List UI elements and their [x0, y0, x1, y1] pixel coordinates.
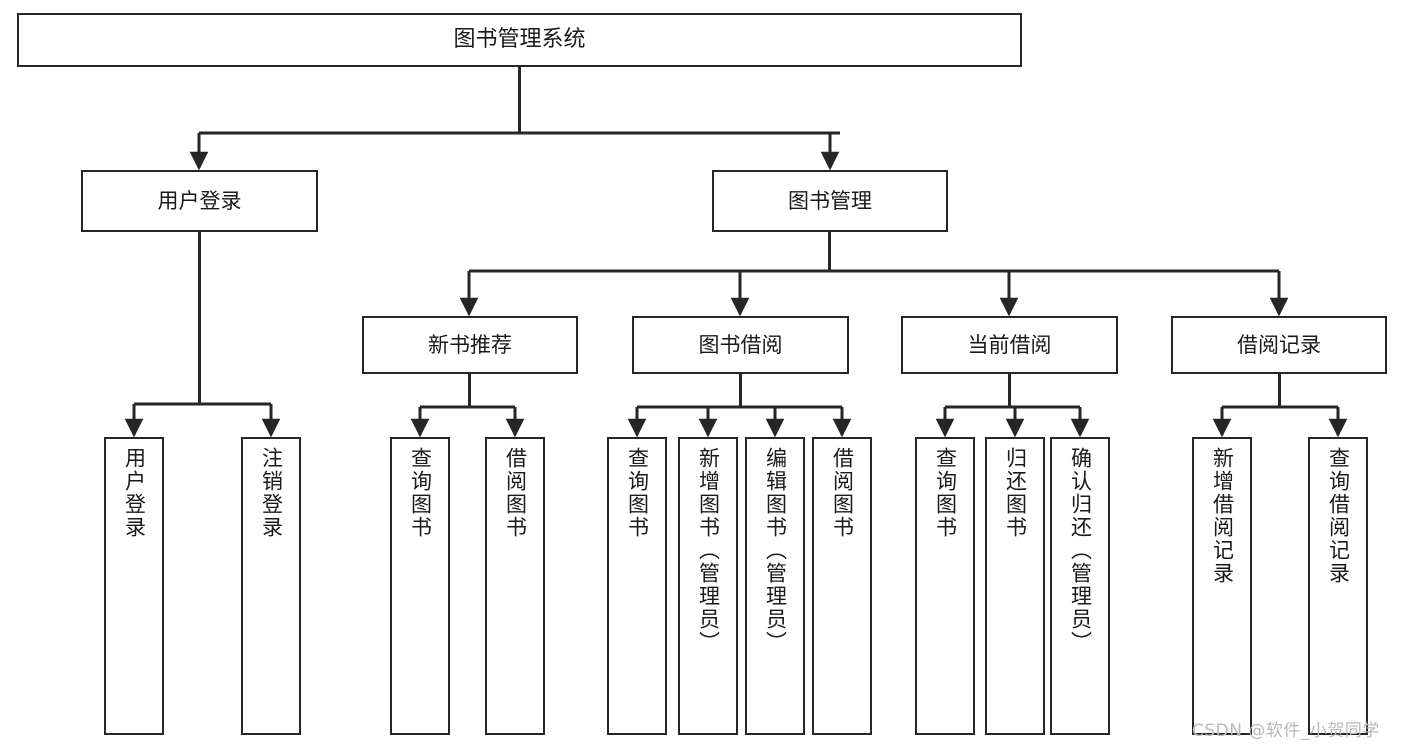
- node-user-login-label: 用户登录: [157, 188, 242, 213]
- leaf-user-login-signin-label: 用户登录: [122, 447, 147, 539]
- node-book-management-label: 图书管理: [788, 188, 872, 213]
- csdn-watermark: CSDN @软件_小贺同学: [1192, 721, 1380, 741]
- node-current-borrow[interactable]: 当前借阅: [901, 316, 1118, 374]
- node-borrow-record-label: 借阅记录: [1237, 332, 1321, 357]
- leaf-current-borrow-return[interactable]: 归还图书: [985, 437, 1045, 735]
- leaf-book-borrow-query[interactable]: 查询图书: [607, 437, 667, 735]
- node-book-management[interactable]: 图书管理: [712, 170, 948, 232]
- leaf-current-borrow-query[interactable]: 查询图书: [915, 437, 975, 735]
- node-new-book-recommend-label: 新书推荐: [428, 332, 512, 357]
- leaf-borrow-record-query-label: 查询借阅记录: [1326, 447, 1351, 585]
- leaf-borrow-record-add[interactable]: 新增借阅记录: [1192, 437, 1252, 735]
- leaf-book-borrow-edit-label: 编辑图书（管理员）: [763, 447, 788, 654]
- node-new-book-recommend[interactable]: 新书推荐: [362, 316, 578, 374]
- leaf-borrow-record-add-label: 新增借阅记录: [1210, 447, 1235, 585]
- leaf-borrow-record-query[interactable]: 查询借阅记录: [1308, 437, 1368, 735]
- node-user-login[interactable]: 用户登录: [81, 170, 318, 232]
- node-root-label: 图书管理系统: [453, 27, 586, 53]
- node-borrow-record[interactable]: 借阅记录: [1171, 316, 1387, 374]
- leaf-new-book-query[interactable]: 查询图书: [390, 437, 450, 735]
- leaf-user-login-signout[interactable]: 注销登录: [241, 437, 301, 735]
- node-book-borrow-label: 图书借阅: [698, 332, 783, 357]
- node-current-borrow-label: 当前借阅: [967, 332, 1052, 357]
- leaf-new-book-borrow[interactable]: 借阅图书: [485, 437, 545, 735]
- leaf-book-borrow-add-label: 新增图书（管理员）: [696, 447, 721, 654]
- leaf-current-borrow-confirm-return-label: 确认归还（管理员）: [1068, 447, 1093, 654]
- node-root[interactable]: 图书管理系统: [17, 13, 1022, 67]
- leaf-new-book-query-label: 查询图书: [408, 447, 433, 539]
- leaf-current-borrow-return-label: 归还图书: [1003, 447, 1028, 539]
- leaf-book-borrow-query-label: 查询图书: [625, 447, 650, 539]
- leaf-book-borrow-add[interactable]: 新增图书（管理员）: [678, 437, 738, 735]
- leaf-user-login-signin[interactable]: 用户登录: [104, 437, 164, 735]
- leaf-current-borrow-confirm-return[interactable]: 确认归还（管理员）: [1050, 437, 1110, 735]
- leaf-current-borrow-query-label: 查询图书: [933, 447, 958, 539]
- node-book-borrow[interactable]: 图书借阅: [632, 316, 849, 374]
- leaf-book-borrow-edit[interactable]: 编辑图书（管理员）: [745, 437, 805, 735]
- leaf-new-book-borrow-label: 借阅图书: [503, 447, 528, 539]
- leaf-book-borrow-borrow-label: 借阅图书: [830, 447, 855, 539]
- leaf-book-borrow-borrow[interactable]: 借阅图书: [812, 437, 872, 735]
- leaf-user-login-signout-label: 注销登录: [259, 447, 284, 539]
